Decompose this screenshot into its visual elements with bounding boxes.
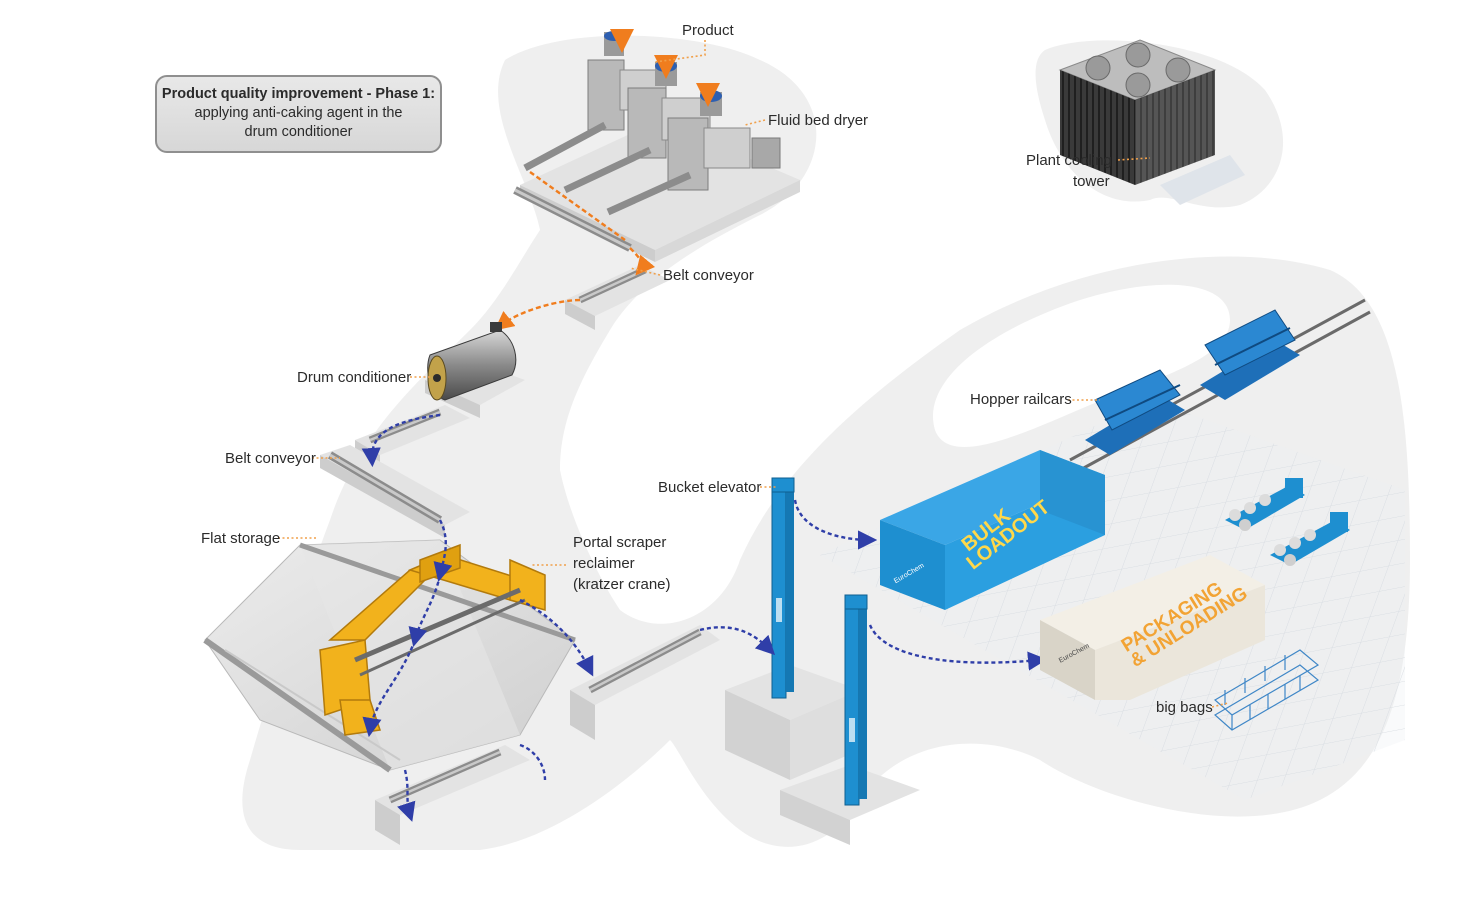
- middle-conveyor: [570, 625, 720, 740]
- label-big-bags: big bags: [1156, 699, 1213, 716]
- callout-title: Product quality improvement - Phase 1:: [161, 86, 436, 102]
- phase-callout: Product quality improvement - Phase 1: a…: [155, 75, 442, 153]
- label-flat-storage: Flat storage: [201, 530, 280, 547]
- label-belt-conveyor-top: Belt conveyor: [663, 267, 754, 284]
- callout-body: applying anti-caking agent in the drum c…: [194, 105, 403, 140]
- label-product: Product: [682, 22, 735, 39]
- label-belt-conveyor-left: Belt conveyor: [225, 450, 316, 467]
- belt-conveyor-steps: [320, 405, 470, 538]
- label-portal-3: (kratzer crane): [573, 576, 671, 593]
- bucket-elevators: [771, 477, 868, 806]
- hopper-railcars: [1085, 309, 1300, 455]
- labels: Product Fluid bed dryer Plant cooling to…: [201, 22, 1213, 716]
- orange-flow-lines: [494, 171, 656, 331]
- label-bucket-elevator: Bucket elevator: [658, 479, 761, 496]
- label-hopper-railcars: Hopper railcars: [970, 391, 1072, 408]
- label-portal-2: reclaimer: [573, 555, 635, 572]
- label-fluid-bed-dryer: Fluid bed dryer: [768, 112, 868, 129]
- bottom-conveyor: [375, 745, 530, 845]
- trucks: [1225, 478, 1350, 566]
- label-cooling-tower-2: tower: [1073, 173, 1110, 190]
- dryer-conveyors: [513, 121, 692, 252]
- drum-conditioner: [425, 322, 525, 418]
- bulk-loadout-building: BULK LOADOUT EuroChem: [880, 450, 1105, 610]
- label-portal-1: Portal scraper: [573, 534, 666, 551]
- elevator-pedestals: [725, 665, 920, 845]
- cooling-tower: [1058, 39, 1245, 205]
- blue-flow-lines: [361, 413, 1048, 822]
- belt-conveyor-top: [565, 265, 670, 330]
- flat-storage: [203, 539, 576, 773]
- fluid-bed-dryer-units: [587, 29, 781, 191]
- label-cooling-tower-1: Plant cooling: [1026, 152, 1112, 169]
- label-drum-conditioner: Drum conditioner: [297, 369, 411, 386]
- leader-lines: [278, 40, 1229, 708]
- big-bags: [1213, 649, 1320, 731]
